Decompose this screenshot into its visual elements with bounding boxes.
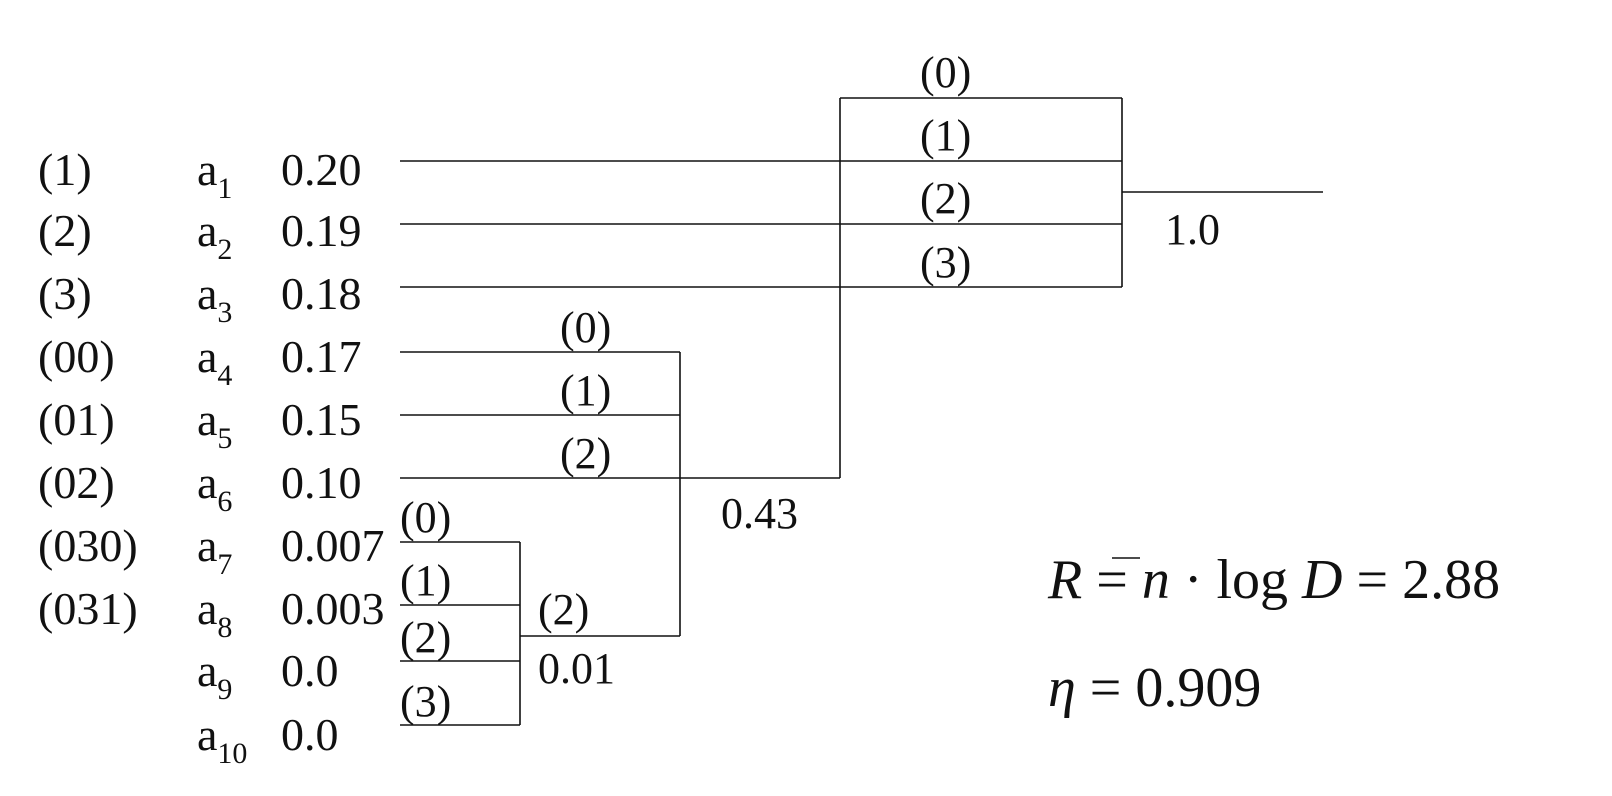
merged-probability: 0.43 bbox=[721, 489, 798, 538]
equations: R = n · log D = 2.88 η = 0.909 bbox=[1047, 549, 1500, 719]
probability-value: 0.18 bbox=[281, 268, 362, 319]
branch-label: (1) bbox=[400, 556, 451, 605]
code-word: (01) bbox=[38, 394, 115, 445]
merge-stage-2: (0) (1) (2) 0.43 bbox=[400, 303, 840, 636]
code-word: (2) bbox=[38, 205, 92, 256]
probability-value: 0.19 bbox=[281, 205, 362, 256]
symbol-label: a5 bbox=[197, 394, 232, 455]
probability-value: 0.0 bbox=[281, 645, 339, 696]
code-word: (3) bbox=[38, 268, 92, 319]
symbol-label: a3 bbox=[197, 268, 232, 329]
branch-label: (1) bbox=[560, 366, 611, 415]
branch-label: (2) bbox=[538, 585, 589, 634]
symbol-label: a6 bbox=[197, 457, 232, 518]
probability-value: 0.10 bbox=[281, 457, 362, 508]
symbol-row: (2) a2 0.19 bbox=[38, 205, 362, 266]
symbol-label: a9 bbox=[197, 645, 232, 706]
merge-stage-3: (0) (1) (2) (3) 1.0 bbox=[400, 48, 1323, 478]
branch-label: (2) bbox=[920, 174, 971, 223]
symbol-label: a2 bbox=[197, 205, 232, 266]
symbol-row: a9 0.0 bbox=[197, 645, 339, 706]
branch-label: (0) bbox=[920, 48, 971, 97]
symbol-label: a10 bbox=[197, 709, 247, 770]
root-probability: 1.0 bbox=[1165, 205, 1220, 254]
symbol-label: a4 bbox=[197, 331, 232, 392]
symbol-row: a10 0.0 bbox=[197, 709, 339, 770]
probability-value: 0.0 bbox=[281, 709, 339, 760]
symbol-row: (1) a1 0.20 bbox=[38, 144, 362, 205]
branch-label: (3) bbox=[920, 238, 971, 287]
rate-equation: R = n · log D = 2.88 bbox=[1047, 549, 1500, 611]
branch-label: (2) bbox=[400, 613, 451, 662]
branch-label: (3) bbox=[400, 677, 451, 726]
efficiency-equation: η = 0.909 bbox=[1048, 657, 1261, 719]
probability-value: 0.20 bbox=[281, 144, 362, 195]
symbol-row: (3) a3 0.18 bbox=[38, 268, 362, 329]
merged-probability: 0.01 bbox=[538, 644, 615, 693]
probability-value: 0.007 bbox=[281, 520, 385, 571]
symbol-label: a8 bbox=[197, 583, 232, 644]
probability-value: 0.17 bbox=[281, 331, 362, 382]
merge-stage-1: (0) (1) (2) (3) (2) 0.01 bbox=[400, 493, 680, 726]
code-word: (02) bbox=[38, 457, 115, 508]
code-word: (1) bbox=[38, 144, 92, 195]
branch-label: (2) bbox=[560, 429, 611, 478]
symbol-row: (02) a6 0.10 bbox=[38, 457, 362, 518]
code-word: (00) bbox=[38, 331, 115, 382]
symbol-row: (031) a8 0.003 bbox=[38, 583, 385, 644]
code-word: (031) bbox=[38, 583, 138, 634]
symbol-row: (01) a5 0.15 bbox=[38, 394, 362, 455]
branch-label: (0) bbox=[400, 493, 451, 542]
probability-value: 0.003 bbox=[281, 583, 385, 634]
symbol-label: a7 bbox=[197, 520, 232, 581]
symbol-row: (00) a4 0.17 bbox=[38, 331, 362, 392]
symbol-row: (030) a7 0.007 bbox=[38, 520, 385, 581]
code-word: (030) bbox=[38, 520, 138, 571]
branch-label: (0) bbox=[560, 303, 611, 352]
symbol-label: a1 bbox=[197, 144, 232, 205]
symbol-table: (1) a1 0.20 (2) a2 0.19 (3) a3 0.18 (00)… bbox=[38, 144, 385, 770]
probability-value: 0.15 bbox=[281, 394, 362, 445]
branch-label: (1) bbox=[920, 111, 971, 160]
